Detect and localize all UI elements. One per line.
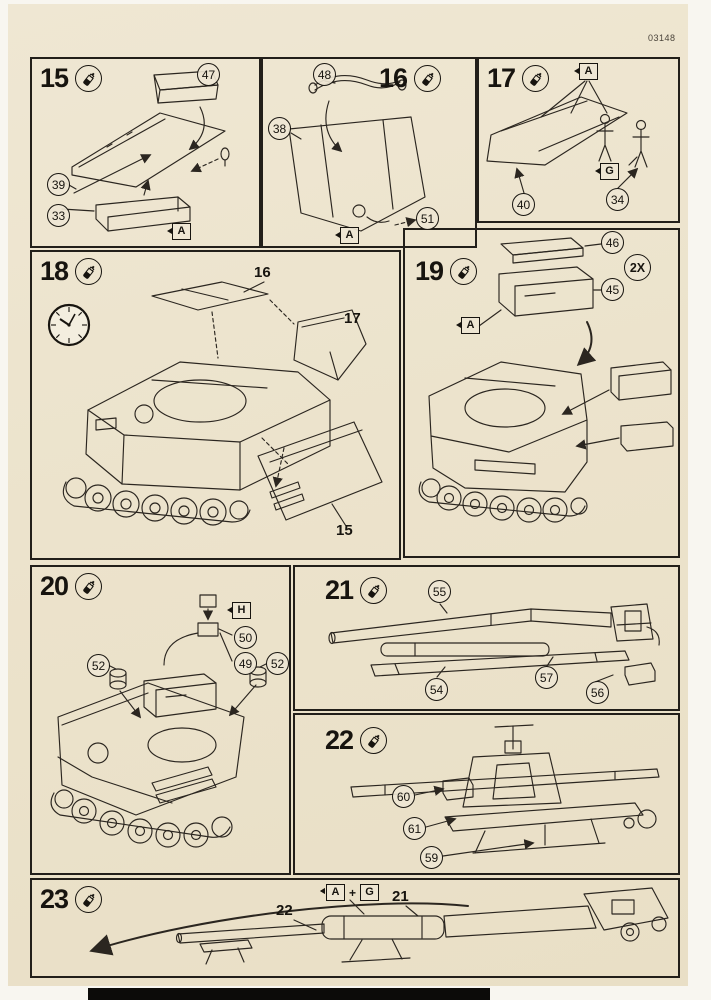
part-callout-40: 40: [512, 193, 535, 216]
step-panel-16: 16 48 38 51 A: [261, 57, 477, 248]
step-panel-18: 18: [30, 250, 401, 560]
part-ref-15: 15: [336, 522, 353, 539]
part-callout-61: 61: [403, 817, 426, 840]
glue-bottle-icon: [522, 65, 550, 92]
step-panel-23: 23 A +: [30, 878, 680, 978]
clock-icon: [46, 302, 92, 353]
step-panel-19: 19: [403, 228, 680, 558]
step-23-illustration: [89, 887, 669, 965]
part-ref-17: 17: [344, 310, 361, 327]
doc-number: 03148: [648, 33, 676, 43]
paint-symbol-a: A: [574, 63, 598, 80]
step-panel-22: 22 60 61 59: [293, 713, 680, 875]
step-panel-15: 15 47 39 3: [30, 57, 261, 248]
step-number-15: 15: [40, 63, 69, 93]
step-number-19: 19: [415, 256, 444, 286]
quantity-callout-2x: 2X: [624, 254, 651, 281]
glue-bottle-icon: [75, 258, 103, 285]
step-ref-21: 21: [392, 888, 409, 905]
part-callout-55: 55: [428, 580, 451, 603]
step-number-17: 17: [487, 63, 516, 93]
glue-bottle-icon: [360, 577, 388, 604]
step-21-illustration: [328, 603, 660, 686]
step-22-illustration: [350, 724, 660, 857]
glue-bottle-icon: [75, 886, 103, 913]
paint-symbol-a: A: [167, 223, 191, 240]
part-callout-52-right: 52: [266, 652, 289, 675]
part-callout-51: 51: [416, 207, 439, 230]
glue-bottle-icon: [450, 258, 478, 285]
part-callout-57: 57: [535, 666, 558, 689]
part-callout-52-left: 52: [87, 654, 110, 677]
paint-symbol-a: A: [335, 227, 359, 244]
part-callout-46: 46: [601, 231, 624, 254]
step-17-illustration: [486, 80, 650, 194]
step-18-illustration: [62, 281, 383, 527]
part-callout-38: 38: [268, 117, 291, 140]
step-ref-22: 22: [276, 902, 293, 919]
step-16-illustration: [288, 74, 426, 232]
part-callout-48: 48: [313, 63, 336, 86]
part-callout-45: 45: [601, 278, 624, 301]
step-panel-21: 21 55 54 57 56: [293, 565, 680, 711]
glue-bottle-icon: [414, 65, 442, 92]
part-callout-33: 33: [47, 204, 70, 227]
part-callout-56: 56: [586, 681, 609, 704]
step-19-illustration: [418, 237, 674, 523]
part-ref-16: 16: [254, 264, 271, 281]
paint-symbol-a: A: [326, 884, 345, 901]
step-number-18: 18: [40, 256, 69, 286]
paint-symbol-h: H: [227, 602, 251, 619]
step-number-16: 16: [379, 63, 408, 93]
paint-symbol-group: A + G: [326, 884, 380, 901]
step-20-illustration: [50, 594, 267, 848]
step-number-21: 21: [325, 575, 354, 605]
part-callout-50: 50: [234, 626, 257, 649]
paint-symbol-a: A: [456, 317, 480, 334]
part-callout-49: 49: [234, 652, 257, 675]
step-number-22: 22: [325, 725, 354, 755]
glue-bottle-icon: [75, 65, 103, 92]
part-callout-59: 59: [420, 846, 443, 869]
part-callout-60: 60: [392, 785, 415, 808]
part-callout-34: 34: [606, 188, 629, 211]
plus-sign: +: [349, 885, 357, 900]
scan-artifact-bar: [88, 988, 490, 1000]
step-panel-20: 20: [30, 565, 291, 875]
paint-symbol-g: G: [360, 884, 380, 901]
part-callout-39: 39: [47, 173, 70, 196]
glue-bottle-icon: [360, 727, 388, 754]
step-number-23: 23: [40, 884, 69, 914]
part-callout-54: 54: [425, 678, 448, 701]
step-number-20: 20: [40, 571, 69, 601]
part-callout-47: 47: [197, 63, 220, 86]
paint-symbol-g: G: [595, 163, 619, 180]
glue-bottle-icon: [75, 573, 103, 600]
step-panel-17: 17 A G 40 34: [477, 57, 680, 223]
